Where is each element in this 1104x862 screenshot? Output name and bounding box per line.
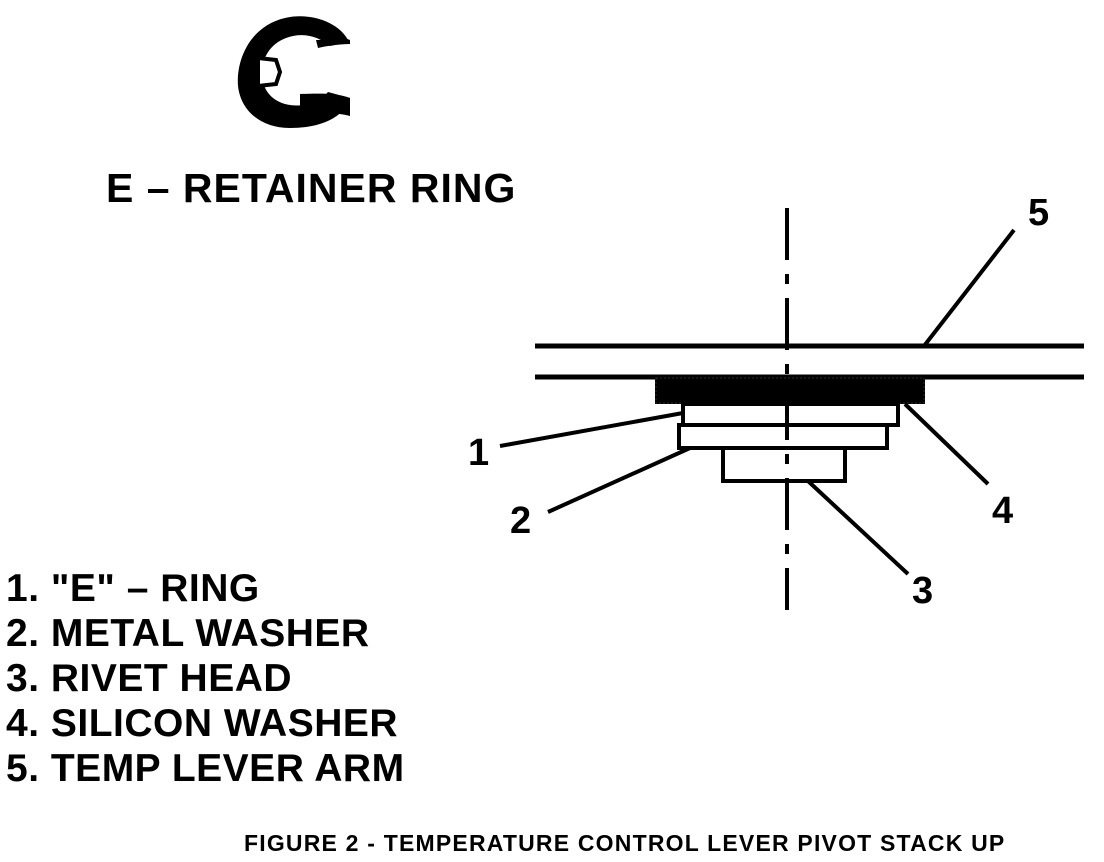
parts-legend: 1. "E" – RING 2. METAL WASHER 3. RIVET H…	[6, 566, 405, 791]
metal-washer	[677, 423, 889, 450]
legend-item-temp-lever-arm: 5. TEMP LEVER ARM	[6, 747, 405, 790]
legend-item-rivet-head: 3. RIVET HEAD	[6, 657, 293, 700]
callout-number-3: 3	[912, 570, 934, 612]
legend-item-metal-washer: 2. METAL WASHER	[6, 612, 370, 655]
leader-line-1	[499, 411, 684, 448]
temp-lever-arm	[535, 343, 1084, 380]
leader-line-3	[806, 479, 910, 576]
leader-line-4	[903, 402, 990, 486]
leader-lines	[499, 228, 1016, 576]
leader-line-2	[547, 446, 691, 514]
leader-line-5	[922, 228, 1016, 348]
callout-number-4: 4	[992, 490, 1014, 532]
callout-number-2: 2	[510, 500, 532, 542]
rivet-head	[721, 446, 847, 483]
silicon-washer	[655, 377, 925, 404]
legend-item-silicon-washer: 4. SILICON WASHER	[6, 702, 399, 745]
callout-number-1: 1	[468, 432, 490, 474]
callout-number-5: 5	[1028, 192, 1050, 234]
figure-caption: FIGURE 2 - TEMPERATURE CONTROL LEVER PIV…	[244, 830, 1006, 856]
e-ring	[681, 402, 900, 427]
e-retainer-ring-icon	[237, 16, 350, 128]
e-retainer-ring-label: E – RETAINER RING	[106, 165, 517, 211]
legend-item-e-ring: 1. "E" – RING	[6, 567, 260, 610]
